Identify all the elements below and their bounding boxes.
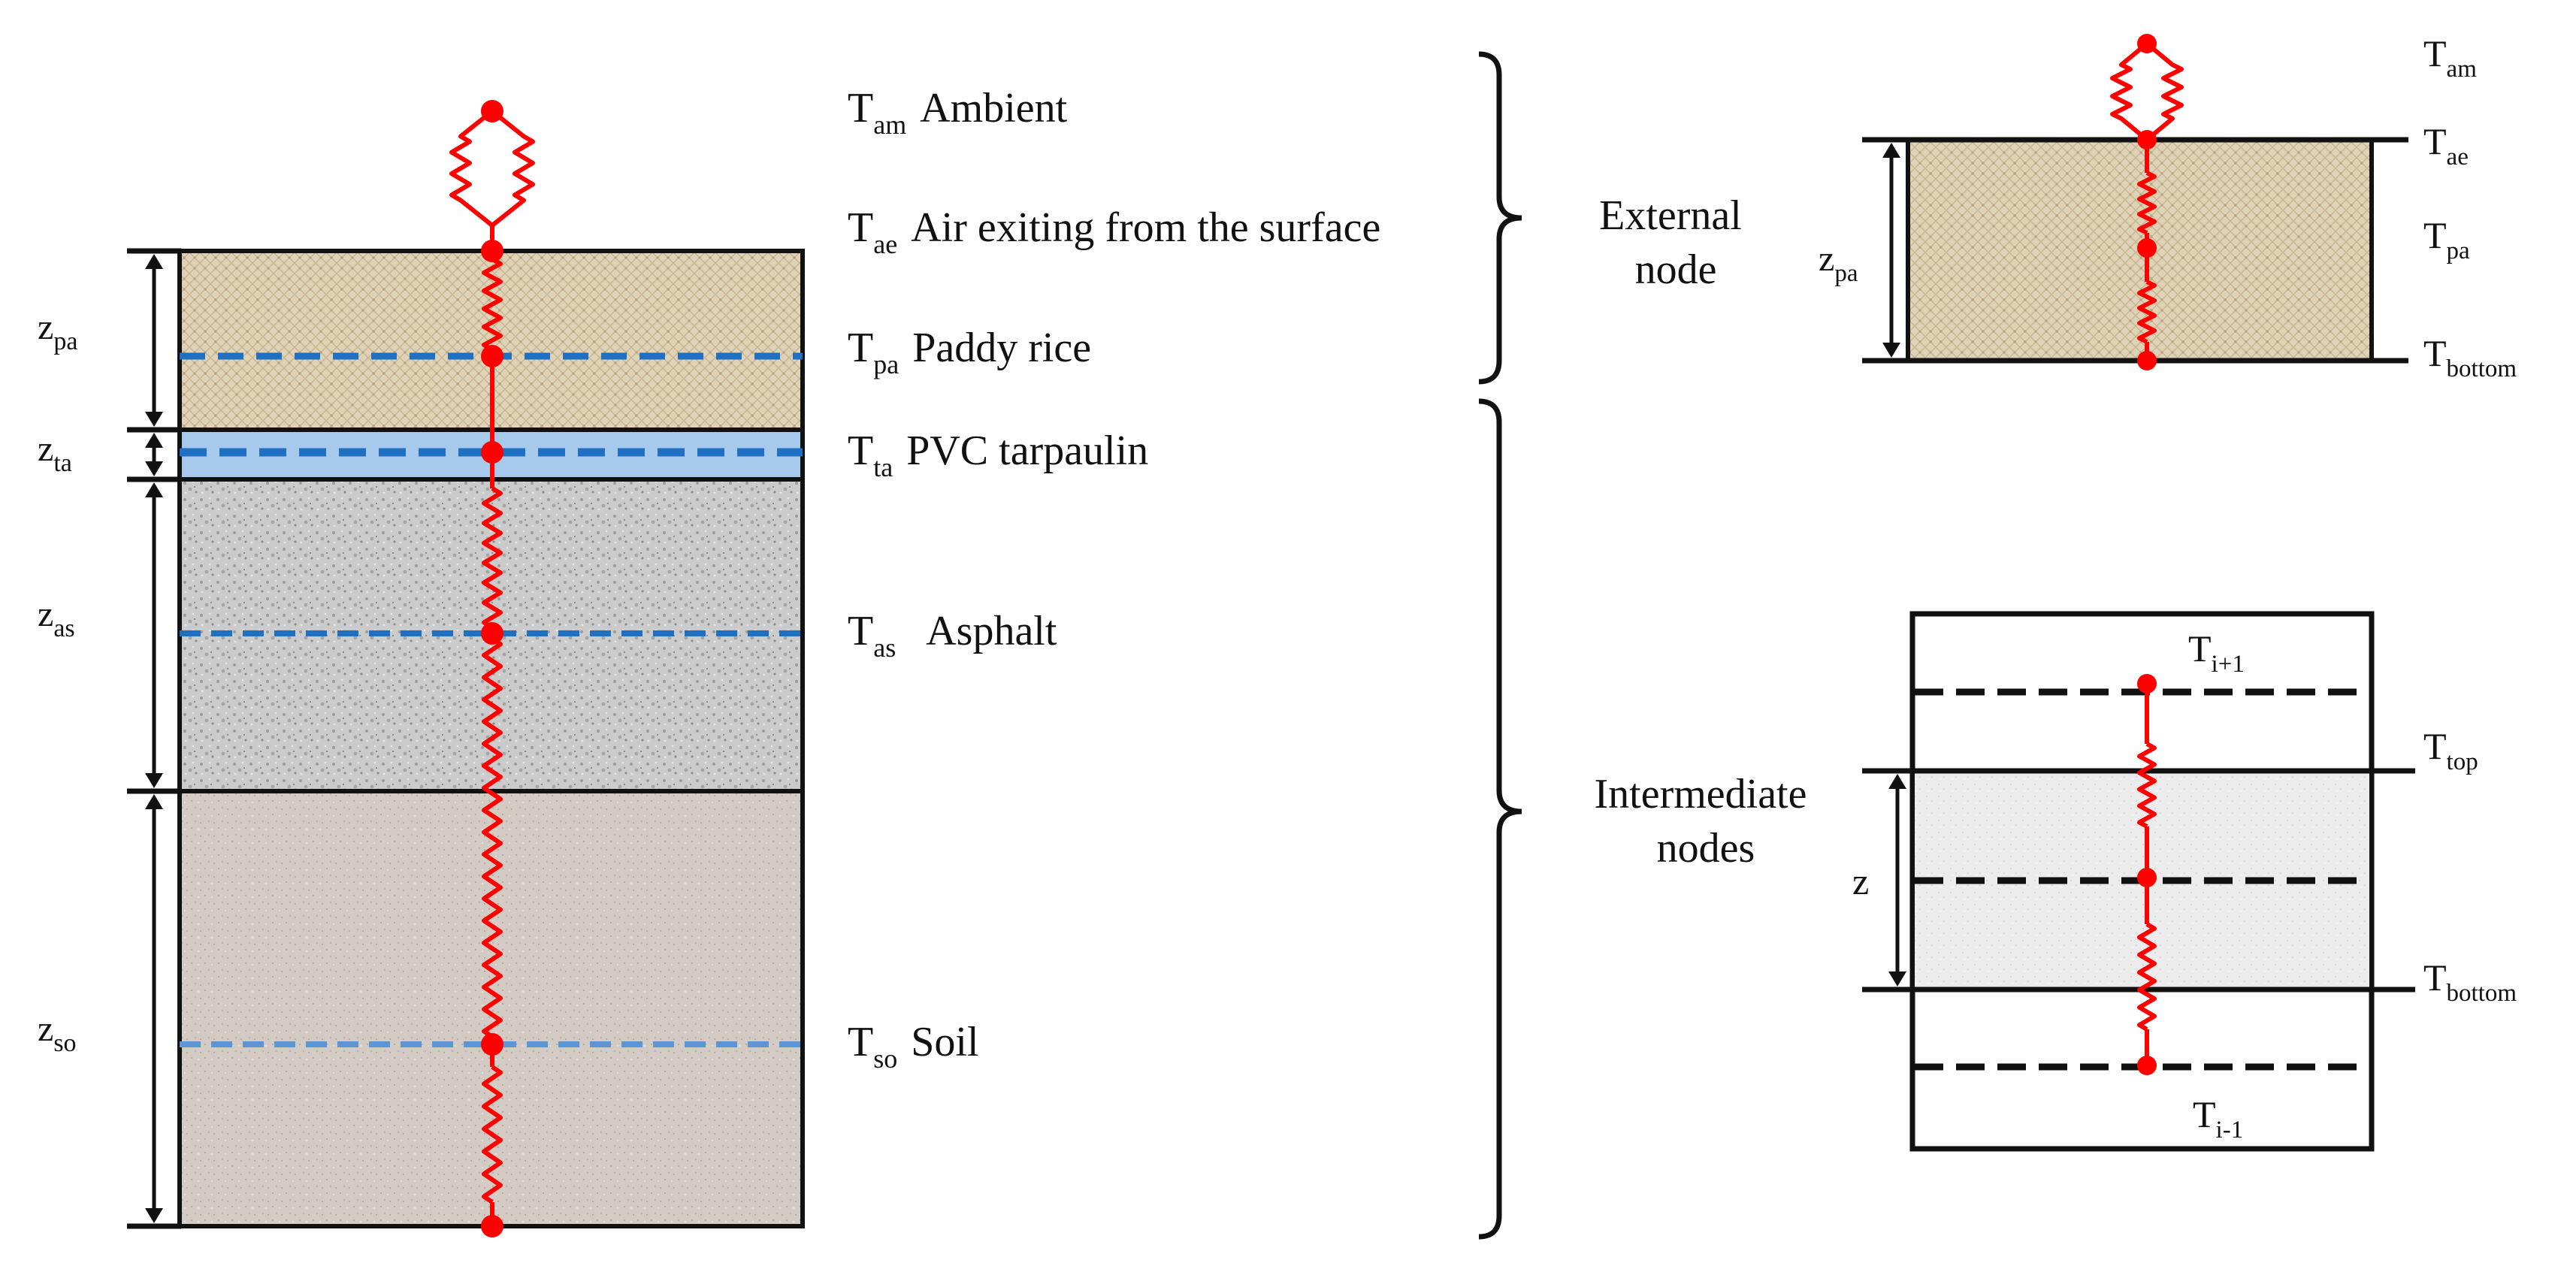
dim-asphalt-head-up (145, 482, 163, 497)
intermediate-dimension (1879, 768, 1915, 993)
external-dimension (1873, 137, 1909, 364)
dim-soil-head-up (145, 794, 163, 809)
node-dot-paddy (481, 345, 503, 367)
external-resistor-network (2110, 34, 2184, 370)
int-resistor-lower (2137, 922, 2157, 1032)
ext-node-dot-paddy (2137, 238, 2157, 258)
ambient-parallel-resistor-left (449, 109, 494, 228)
ext-ambient-parallel-resistor-left (2110, 41, 2148, 142)
int-t-down-label: Ti-1 (2193, 1093, 2243, 1144)
z-pa-label: zpa (38, 307, 77, 355)
ext-node-dot-ambient (2137, 34, 2157, 53)
dim-asphalt-head-down (145, 773, 163, 788)
int-t-bottom-label: Tbottom (2423, 956, 2517, 1007)
node-dot-tarpaulin (481, 441, 503, 464)
ext-node-dot-air-exit (2137, 130, 2157, 150)
z-as-label: zas (38, 594, 75, 642)
ext-t-ae-label: Tae (2423, 120, 2469, 171)
resistor-asphalt-upper (482, 486, 503, 630)
node-dot-asphalt (481, 622, 503, 645)
ext-ambient-parallel-resistor-right (2145, 41, 2184, 142)
z-ta-label: zta (38, 429, 72, 477)
node-dot-soil (481, 1033, 503, 1056)
resistor-paddy (482, 257, 503, 352)
node-dot-air-exit (481, 240, 503, 262)
int-node-dot-lower (2137, 1056, 2157, 1075)
node-dot-ambient (481, 100, 503, 122)
ext-resistor-lower (2137, 279, 2157, 344)
ambient-parallel-resistor-right (491, 109, 535, 228)
dim-paddy-head-up (145, 254, 163, 269)
ext-dim-head-down (1882, 343, 1900, 358)
int-node-dot-middle (2137, 868, 2157, 887)
resistor-asphalt-soil (482, 636, 503, 1039)
resistor-network (449, 100, 535, 1237)
thickness-dimensions (127, 248, 181, 1229)
z-so-label: zso (38, 1009, 77, 1057)
intermediate-nodes-label: Intermediate nodes (1595, 771, 1818, 872)
intermediate-brace (1478, 398, 1522, 1240)
int-dim-head-down (1888, 971, 1906, 987)
ext-t-bottom-label: Tbottom (2423, 332, 2517, 382)
int-z-label: z (1852, 860, 1869, 902)
int-dim-head-up (1888, 774, 1906, 789)
external-node-label: External node (1599, 192, 1752, 293)
ext-resistor-upper (2137, 171, 2157, 235)
intermediate-resistor-network (2137, 674, 2157, 1075)
ext-node-dot-bottom (2137, 351, 2157, 370)
int-t-top-label: Ttop (2423, 725, 2478, 775)
int-resistor-upper (2137, 742, 2157, 829)
node-dot-bottom (481, 1215, 503, 1237)
dim-soil-head-down (145, 1208, 163, 1223)
int-t-up-label: Ti+1 (2188, 627, 2245, 678)
external-brace (1478, 51, 1522, 385)
dim-paddy-head-down (145, 412, 163, 427)
ext-dim-head-up (1882, 143, 1900, 158)
ext-t-pa-label: Tpa (2423, 214, 2470, 264)
int-node-dot-upper (2137, 674, 2157, 693)
ext-z-pa-label: zpa (1819, 239, 1858, 287)
resistor-soil-lower (482, 1065, 503, 1204)
dim-tarpaulin-head-down (145, 461, 163, 476)
dim-tarpaulin-head-up (145, 433, 163, 448)
ext-t-am-label: Tam (2423, 32, 2477, 83)
